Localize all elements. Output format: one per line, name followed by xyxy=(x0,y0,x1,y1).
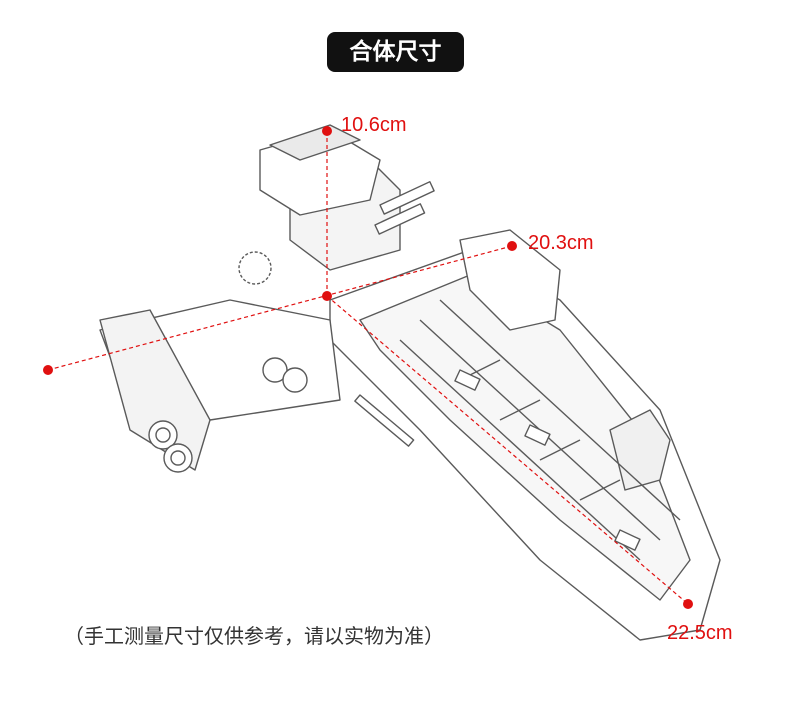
height-label: 10.6cm xyxy=(341,114,407,136)
gear xyxy=(238,251,272,285)
cannon-2 xyxy=(374,203,426,235)
engine-1-inner xyxy=(155,427,171,443)
engine-2-inner xyxy=(170,450,186,466)
engine-4 xyxy=(282,367,308,393)
center-dot xyxy=(322,291,332,301)
length-line xyxy=(326,295,689,605)
tower-cap xyxy=(269,124,361,161)
cannon-1 xyxy=(379,181,435,215)
length-label: 22.5cm xyxy=(667,622,733,644)
left-wing-plate xyxy=(99,309,211,471)
width-line xyxy=(47,245,513,371)
width-right-dot xyxy=(507,241,517,251)
engine-3 xyxy=(262,357,288,383)
hull-gun xyxy=(354,394,415,447)
width-label: 20.3cm xyxy=(528,232,594,254)
page-title: 合体尺寸 xyxy=(327,32,464,72)
right-fin xyxy=(459,229,561,331)
length-end-dot xyxy=(683,599,693,609)
measurement-note: （手工测量尺寸仅供参考，请以实物为准） xyxy=(64,624,444,648)
height-top-dot xyxy=(322,126,332,136)
width-left-dot xyxy=(43,365,53,375)
